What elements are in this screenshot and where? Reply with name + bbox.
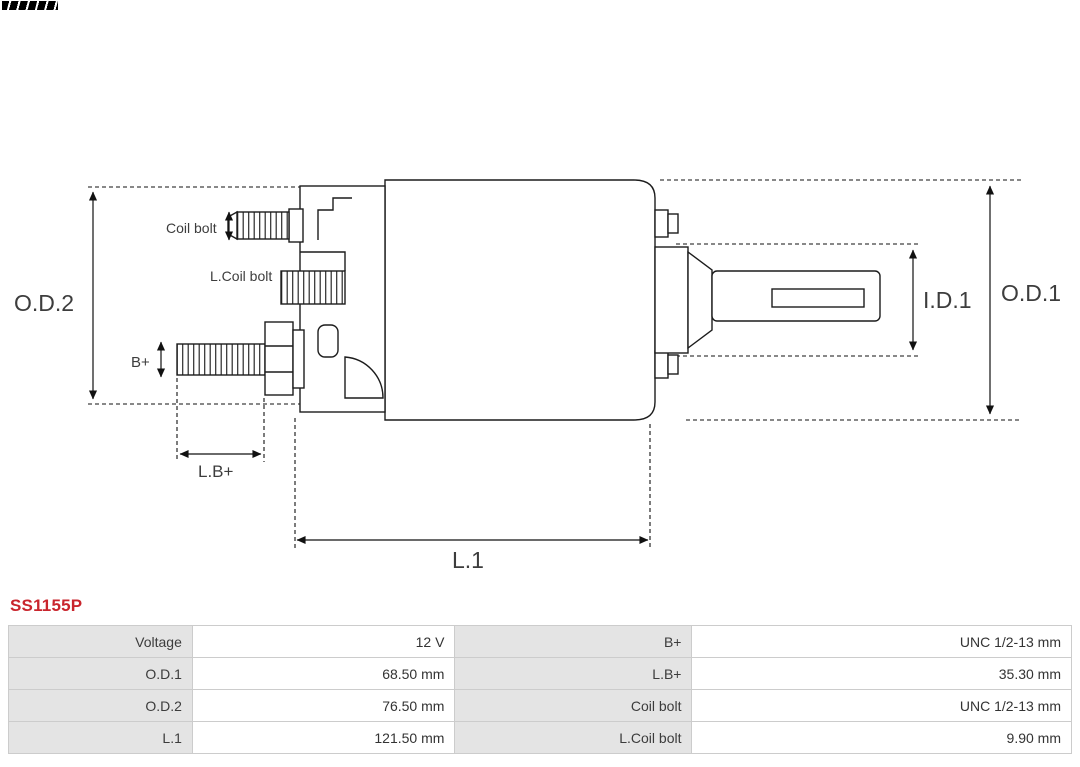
spec-label: L.1 bbox=[8, 721, 193, 754]
spec-value: UNC 1/2-13 mm bbox=[691, 625, 1072, 658]
plunger-slot bbox=[771, 288, 865, 308]
dim-label-lb-plus: L.B+ bbox=[198, 462, 234, 481]
table-row: Voltage 12 V B+ UNC 1/2-13 mm bbox=[8, 625, 1072, 658]
dim-label-b-plus: B+ bbox=[131, 354, 150, 371]
coil-bolt-stud bbox=[236, 211, 290, 240]
spec-value: 35.30 mm bbox=[691, 657, 1072, 690]
table-row: O.D.1 68.50 mm L.B+ 35.30 mm bbox=[8, 657, 1072, 690]
spec-label: L.Coil bolt bbox=[454, 721, 693, 754]
dimension-extension-lines bbox=[88, 179, 1022, 548]
b-plus-stud bbox=[176, 343, 266, 376]
logo-fragment bbox=[2, 1, 58, 10]
dim-label-id1: I.D.1 bbox=[923, 287, 972, 313]
spec-label: B+ bbox=[454, 625, 693, 658]
spec-table: Voltage 12 V B+ UNC 1/2-13 mm O.D.1 68.5… bbox=[8, 625, 1072, 754]
spec-label: Coil bolt bbox=[454, 689, 693, 722]
b-plus-nut bbox=[264, 321, 294, 396]
spec-label: L.B+ bbox=[454, 657, 693, 690]
spec-label: Voltage bbox=[8, 625, 193, 658]
part-number-title: SS1155P bbox=[10, 596, 83, 615]
spec-value: 68.50 mm bbox=[191, 657, 456, 690]
spec-value: UNC 1/2-13 mm bbox=[691, 689, 1072, 722]
table-row: L.1 121.50 mm L.Coil bolt 9.90 mm bbox=[8, 721, 1072, 754]
dim-label-od2: O.D.2 bbox=[14, 290, 74, 316]
dim-label-coil-bolt: Coil bolt bbox=[166, 220, 217, 236]
table-row: O.D.2 76.50 mm Coil bolt UNC 1/2-13 mm bbox=[8, 689, 1072, 722]
dim-label-l1: L.1 bbox=[452, 547, 484, 573]
solenoid-technical-drawing: O.D.2 O.D.1 I.D.1 L.1 L.B+ B+ Coil bolt … bbox=[14, 179, 1061, 573]
dimension-arrows bbox=[88, 185, 995, 545]
dimension-labels: O.D.2 O.D.1 I.D.1 L.1 L.B+ B+ Coil bolt … bbox=[14, 220, 1061, 573]
spec-value: 12 V bbox=[191, 625, 456, 658]
spec-value: 76.50 mm bbox=[191, 689, 456, 722]
dim-label-od1: O.D.1 bbox=[1001, 280, 1061, 306]
solenoid-outline bbox=[176, 179, 881, 421]
spec-value: 9.90 mm bbox=[691, 721, 1072, 754]
spec-value: 121.50 mm bbox=[191, 721, 456, 754]
dim-label-l-coil-bolt: L.Coil bolt bbox=[210, 268, 272, 284]
coil-bolt-thread bbox=[280, 270, 346, 305]
plunger-shaft bbox=[711, 270, 881, 322]
spec-label: O.D.2 bbox=[8, 689, 193, 722]
spec-label: O.D.1 bbox=[8, 657, 193, 690]
solenoid-body bbox=[384, 179, 656, 421]
